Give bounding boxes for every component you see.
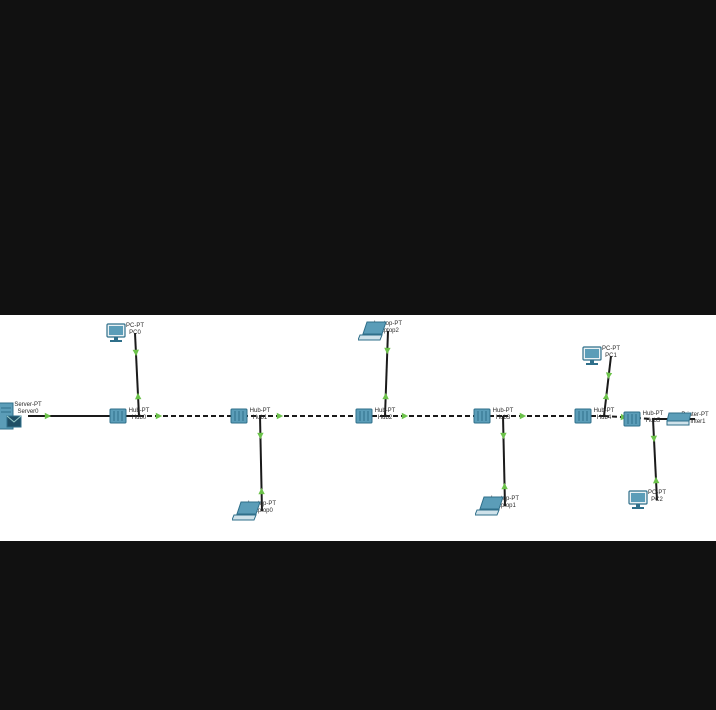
port-status-up-icon (135, 392, 142, 400)
device-model-label: Hub-PT (374, 408, 396, 414)
device-model-label: Server-PT (14, 402, 42, 408)
device-model-label: Hub-PT (492, 408, 514, 414)
port-status-up-icon (401, 412, 409, 420)
link-pc2-hub5[interactable] (652, 418, 658, 501)
device-model-label: Hub-PT (593, 408, 615, 414)
hub-icon (473, 408, 491, 424)
device-model-label: Laptop-PT (490, 496, 520, 502)
device-model-label: Hub-PT (249, 408, 271, 414)
device-name-label: Laptop1 (494, 503, 516, 509)
device-model-label: PC-PT (126, 323, 144, 329)
port-status-up-icon (44, 412, 52, 420)
device-name-label: Printer1 (684, 419, 706, 425)
port-status-up-icon (602, 393, 610, 400)
device-name-label: Laptop0 (251, 508, 273, 514)
port-status-up-icon (501, 482, 508, 490)
pc-icon (106, 323, 126, 342)
device-model-label: Laptop-PT (247, 501, 277, 507)
device-model-label: Laptop-PT (373, 321, 403, 327)
port-status-up-icon (605, 372, 613, 379)
link-laptop0-hub1[interactable] (259, 415, 263, 512)
port-status-up-icon (382, 392, 389, 400)
pc-icon (582, 346, 602, 365)
device-name-label: Laptop2 (377, 328, 399, 334)
device-name-label: Hub0 (131, 415, 147, 421)
device-name-label: PC1 (605, 353, 617, 359)
laptop-icon (232, 501, 261, 521)
link-laptop1-hub3[interactable] (502, 415, 506, 507)
hub-icon (623, 411, 641, 427)
letterbox-bottom (0, 541, 716, 710)
link-pc1-hub4[interactable] (603, 355, 612, 417)
port-status-up-icon (650, 435, 657, 443)
port-status-up-icon (500, 432, 507, 440)
port-status-up-icon (132, 349, 139, 357)
port-status-up-icon (653, 476, 660, 484)
hub-icon (109, 408, 127, 424)
device-name-label: PC0 (129, 330, 141, 336)
device-model-label: PC-PT (648, 490, 666, 496)
device-model-label: PC-PT (602, 346, 620, 352)
port-status-up-icon (276, 412, 284, 420)
port-status-up-icon (257, 432, 264, 440)
link-laptop2-hub2[interactable] (384, 330, 389, 417)
port-status-up-icon (519, 412, 527, 420)
device-model-label: Hub-PT (128, 408, 150, 414)
hub-icon (574, 408, 592, 424)
device-name-label: Hub2 (377, 415, 393, 421)
device-name-label: PC2 (651, 497, 663, 503)
link-pc0-hub0[interactable] (134, 332, 140, 417)
device-name-label: Hub3 (495, 415, 511, 421)
server-icon (0, 402, 22, 430)
device-name-label: Server0 (17, 409, 39, 415)
hub-icon (355, 408, 373, 424)
device-name-label: Hub4 (596, 415, 612, 421)
port-status-up-icon (384, 347, 391, 355)
port-status-up-icon (258, 487, 265, 495)
device-model-label: Printer-PT (681, 412, 709, 418)
pc-icon (628, 490, 648, 509)
hub-icon (230, 408, 248, 424)
device-name-label: Hub1 (252, 415, 268, 421)
port-status-up-icon (155, 412, 163, 420)
device-model-label: Hub-PT (642, 411, 664, 417)
laptop-icon (475, 496, 504, 516)
device-name-label: Hub5 (645, 418, 661, 424)
letterbox-top (0, 0, 716, 315)
printer-icon (666, 412, 692, 426)
laptop-icon (358, 321, 387, 341)
